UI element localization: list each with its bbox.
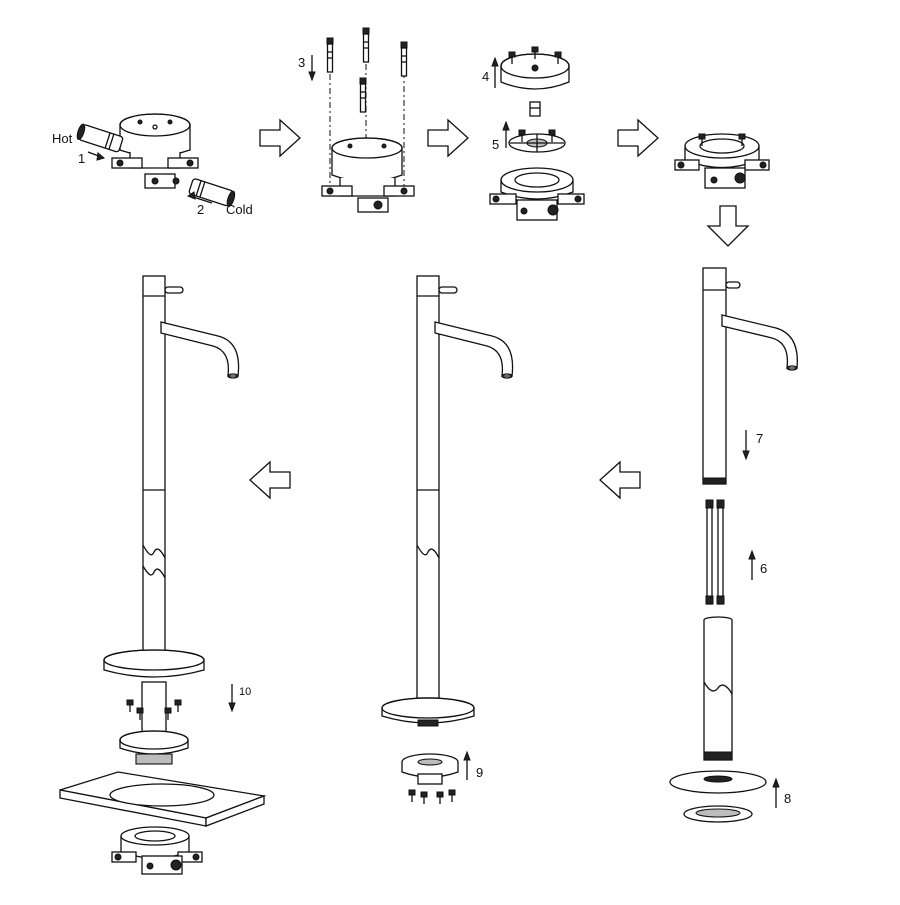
step-6-arrow (748, 549, 756, 580)
cold-label: Cold (226, 202, 253, 217)
tap-assembled-floor (381, 275, 514, 805)
next-step-arrow-2 (427, 119, 469, 157)
step-4-label: 4 (482, 69, 489, 84)
tap-exploded-view (669, 267, 798, 823)
tap-fixed-to-floor (59, 275, 267, 875)
step-7-label: 7 (756, 431, 763, 446)
step-10-arrow (228, 684, 236, 713)
step-8-arrow (772, 777, 780, 808)
step-5-label: 5 (492, 137, 499, 152)
step-6-label: 6 (760, 561, 767, 576)
mixer-cover-removed (489, 46, 585, 221)
next-step-arrow-1 (259, 119, 301, 157)
step-9-label: 9 (476, 765, 483, 780)
mixer-with-supply-pipes (76, 113, 236, 207)
step-5-arrow (502, 120, 510, 148)
step-2-arrow (186, 191, 213, 204)
step-8-label: 8 (784, 791, 791, 806)
step-1-arrow (87, 151, 106, 161)
step-3-arrow (308, 55, 316, 82)
step-4-arrow (491, 56, 499, 88)
hot-label: Hot (52, 131, 73, 146)
step-1-label: 1 (78, 151, 85, 166)
step-10-label: 10 (239, 686, 251, 698)
next-step-arrow-3 (617, 119, 659, 157)
prepared-base-unit (674, 133, 770, 189)
next-step-arrow-4 (599, 460, 641, 500)
step-9-arrow (463, 750, 471, 780)
next-step-arrow-down (706, 205, 750, 247)
step-3-label: 3 (298, 55, 305, 70)
next-step-arrow-5 (249, 460, 291, 500)
step-2-label: 2 (197, 202, 204, 217)
mixer-with-anchors (321, 27, 415, 213)
step-7-arrow (742, 430, 750, 461)
